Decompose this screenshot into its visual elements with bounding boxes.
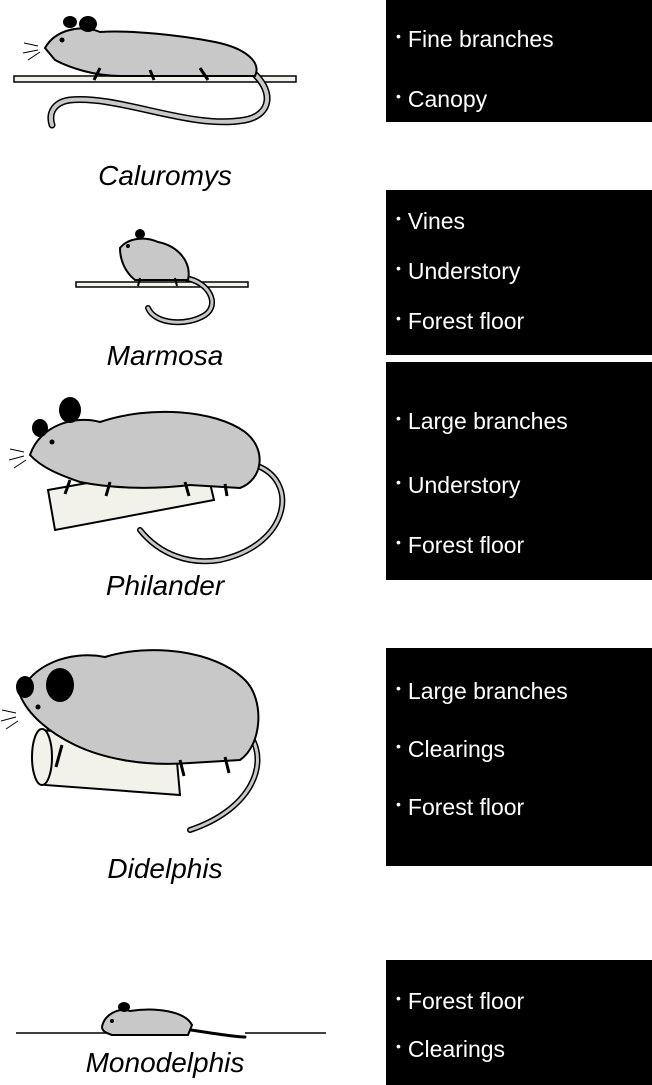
marmosa-ear bbox=[135, 229, 145, 239]
marmosa-illustration bbox=[0, 220, 330, 340]
genus-name: Marmosa bbox=[0, 340, 330, 372]
philander-body bbox=[30, 412, 260, 488]
marmosa-body bbox=[120, 239, 189, 280]
habitat-item: Vines bbox=[396, 208, 465, 235]
habitat-item: Understory bbox=[396, 472, 520, 499]
habitat-item: Forest floor bbox=[396, 794, 524, 821]
habitat-item: Forest floor bbox=[396, 532, 524, 559]
philander-illustration bbox=[0, 370, 330, 580]
didelphis-illustration bbox=[0, 635, 330, 850]
habitat-box-caluromys: Fine branches Canopy bbox=[386, 0, 652, 122]
genus-name: Monodelphis bbox=[0, 1047, 330, 1079]
habitat-item: Fine branches bbox=[396, 26, 554, 53]
animal-didelphis: Didelphis bbox=[0, 635, 330, 890]
marmosa-branch bbox=[76, 282, 248, 287]
caluromys-illustration bbox=[0, 0, 330, 150]
genus-name: Didelphis bbox=[0, 853, 330, 885]
habitat-item: Large branches bbox=[396, 678, 568, 705]
habitat-box-didelphis: Large branches Clearings Forest floor bbox=[386, 648, 652, 866]
animal-philander: Philander bbox=[0, 370, 330, 605]
didelphis-ear bbox=[46, 668, 74, 702]
habitat-item: Forest floor bbox=[396, 308, 524, 335]
habitat-item: Forest floor bbox=[396, 988, 524, 1015]
monodelphis-ear bbox=[118, 1002, 130, 1012]
philander-ear bbox=[59, 397, 81, 423]
caluromys-ear bbox=[79, 16, 97, 32]
habitat-item: Large branches bbox=[396, 408, 568, 435]
habitat-box-marmosa: Vines Understory Forest floor bbox=[386, 190, 652, 355]
monodelphis-illustration bbox=[0, 985, 330, 1045]
animal-monodelphis: Monodelphis bbox=[0, 985, 330, 1085]
caluromys-body bbox=[45, 29, 257, 76]
animal-caluromys: Caluromys bbox=[0, 0, 330, 200]
habitat-box-monodelphis: Forest floor Clearings bbox=[386, 960, 652, 1085]
genus-name: Caluromys bbox=[0, 160, 330, 192]
genus-name: Philander bbox=[0, 570, 330, 602]
habitat-item: Understory bbox=[396, 258, 520, 285]
habitat-item: Clearings bbox=[396, 1036, 505, 1063]
monodelphis-tail bbox=[185, 1029, 245, 1037]
monodelphis-body bbox=[102, 1010, 192, 1035]
animal-marmosa: Marmosa bbox=[0, 220, 330, 370]
habitat-box-philander: Large branches Understory Forest floor bbox=[386, 362, 652, 580]
habitat-item: Canopy bbox=[396, 86, 487, 113]
habitat-item: Clearings bbox=[396, 736, 505, 763]
